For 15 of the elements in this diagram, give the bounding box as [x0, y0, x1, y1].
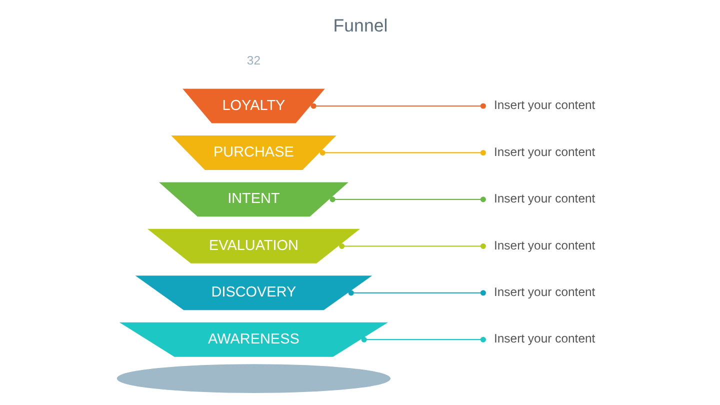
diagram-title: Funnel [332, 15, 388, 36]
node-ellipse [116, 364, 390, 393]
connector [338, 243, 486, 249]
connector [329, 196, 486, 202]
node-text: Insert your content [493, 284, 595, 299]
node-text: Insert your content [493, 192, 595, 206]
node-text: Insert your content [493, 98, 595, 112]
connector [319, 150, 486, 156]
label: 32 [246, 54, 260, 68]
connector [360, 336, 486, 342]
connector [310, 103, 486, 109]
connector [348, 290, 486, 296]
node-text: Insert your content [493, 238, 595, 252]
node-text: Insert your content [493, 144, 595, 159]
node-text: Insert your content [493, 332, 595, 346]
